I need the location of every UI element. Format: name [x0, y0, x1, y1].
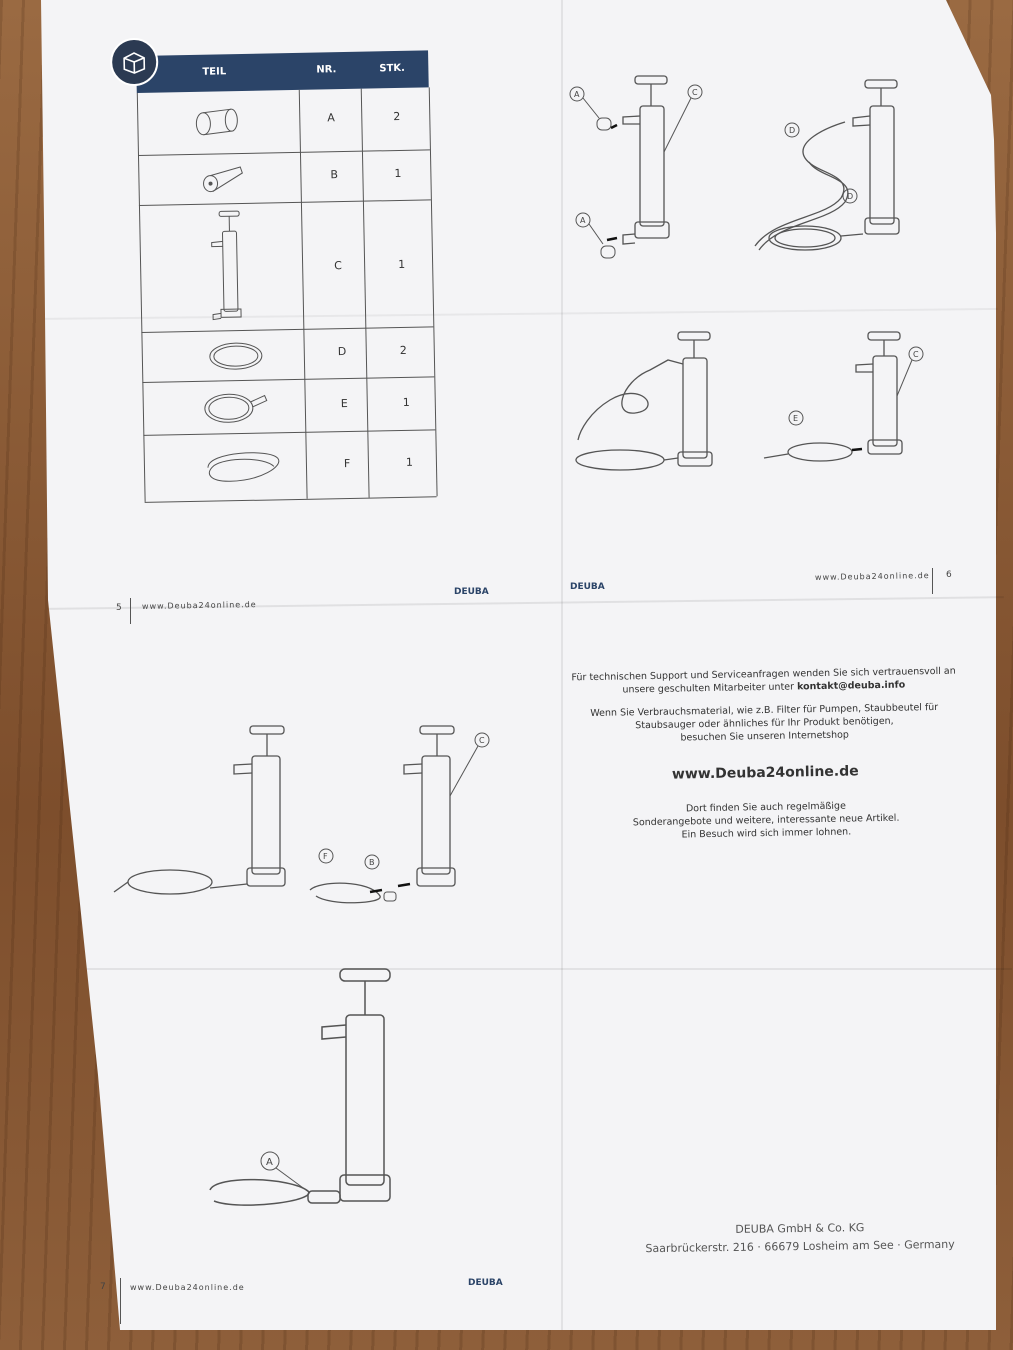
- footer-divider: [120, 1278, 121, 1324]
- table-header: TEIL NR. STK.: [136, 50, 429, 93]
- svg-text:F: F: [323, 852, 328, 861]
- pump-assembly-step-2: D D: [754, 79, 900, 251]
- deuba-logo: DEUBA: [454, 587, 489, 597]
- footer-divider: [932, 568, 933, 594]
- table-row: E 1: [142, 376, 436, 436]
- part-nr: A: [327, 111, 335, 125]
- parts-table: TEIL NR. STK. A 2 B 1 C 1: [109, 37, 445, 503]
- label-a: A: [574, 90, 580, 99]
- part-qty: 2: [393, 109, 401, 124]
- header-nr: NR.: [316, 64, 337, 76]
- svg-text:C: C: [913, 350, 919, 359]
- table-row: F 1: [143, 429, 437, 503]
- part-nr: C: [334, 259, 342, 273]
- part-qty: 1: [405, 455, 414, 469]
- pump-assembly-step-5: [113, 725, 286, 895]
- box-icon: [109, 37, 159, 87]
- svg-text:D: D: [847, 192, 853, 201]
- part-a-adapter-illustration: [195, 108, 238, 136]
- part-qty: 1: [398, 257, 406, 272]
- svg-text:C: C: [692, 88, 698, 97]
- pump-assembly-step-1: A A C: [569, 75, 703, 259]
- support-email: kontakt@deuba.info: [796, 679, 906, 693]
- part-e-hose-with-nozzle-illustration: [204, 393, 268, 423]
- svg-text:A: A: [266, 1157, 273, 1168]
- page-number: 5: [116, 603, 122, 613]
- pump-assembly-step-3: [575, 331, 713, 471]
- part-d-hose-illustration: [209, 342, 263, 370]
- pump-assembly-step-7: A: [209, 968, 391, 1206]
- svg-text:E: E: [793, 414, 798, 423]
- part-b-cone-illustration: [203, 166, 243, 193]
- footer-divider: [130, 598, 131, 624]
- support-contact-block: Für technischen Support und Serviceanfra…: [569, 665, 962, 844]
- header-teil: TEIL: [202, 66, 227, 78]
- svg-text:A: A: [580, 216, 586, 225]
- part-nr: B: [330, 168, 339, 182]
- company-address: DEUBA GmbH & Co. KG Saarbrückerstr. 216 …: [640, 1218, 960, 1258]
- instruction-sheet: [41, 0, 1013, 1330]
- footer-url: www.Deuba24online.de: [130, 1283, 245, 1292]
- contact-line-text: unsere geschulten Mitarbeiter unter: [622, 681, 798, 696]
- fold-line-vertical: [561, 0, 563, 1330]
- table-row: C 1: [138, 199, 434, 333]
- svg-text:C: C: [479, 736, 485, 745]
- part-nr: D: [337, 345, 347, 359]
- part-nr: F: [343, 456, 351, 471]
- svg-text:D: D: [789, 126, 795, 135]
- header-stk: STK.: [379, 62, 406, 75]
- svg-text:B: B: [369, 858, 375, 867]
- part-qty: 2: [399, 343, 407, 357]
- deuba-logo: DEUBA: [570, 582, 605, 592]
- pump-assembly-step-4: E C: [763, 331, 924, 462]
- part-nr: E: [340, 397, 348, 411]
- part-f-thin-hose-illustration: [207, 452, 280, 482]
- pump-assembly-step-6: F B C: [309, 725, 490, 904]
- page-number: 7: [100, 1282, 106, 1292]
- fold-line-horizontal: [41, 968, 1013, 970]
- table-row: A 2: [136, 87, 430, 156]
- website-url: www.Deuba24online.de: [671, 763, 859, 783]
- page-number: 6: [946, 570, 952, 580]
- table-row: D 2: [141, 326, 435, 383]
- part-qty: 1: [394, 166, 402, 181]
- part-qty: 1: [402, 395, 410, 409]
- part-c-pump-illustration: [211, 210, 242, 321]
- table-row: B 1: [137, 149, 431, 206]
- deuba-logo: DEUBA: [468, 1278, 503, 1288]
